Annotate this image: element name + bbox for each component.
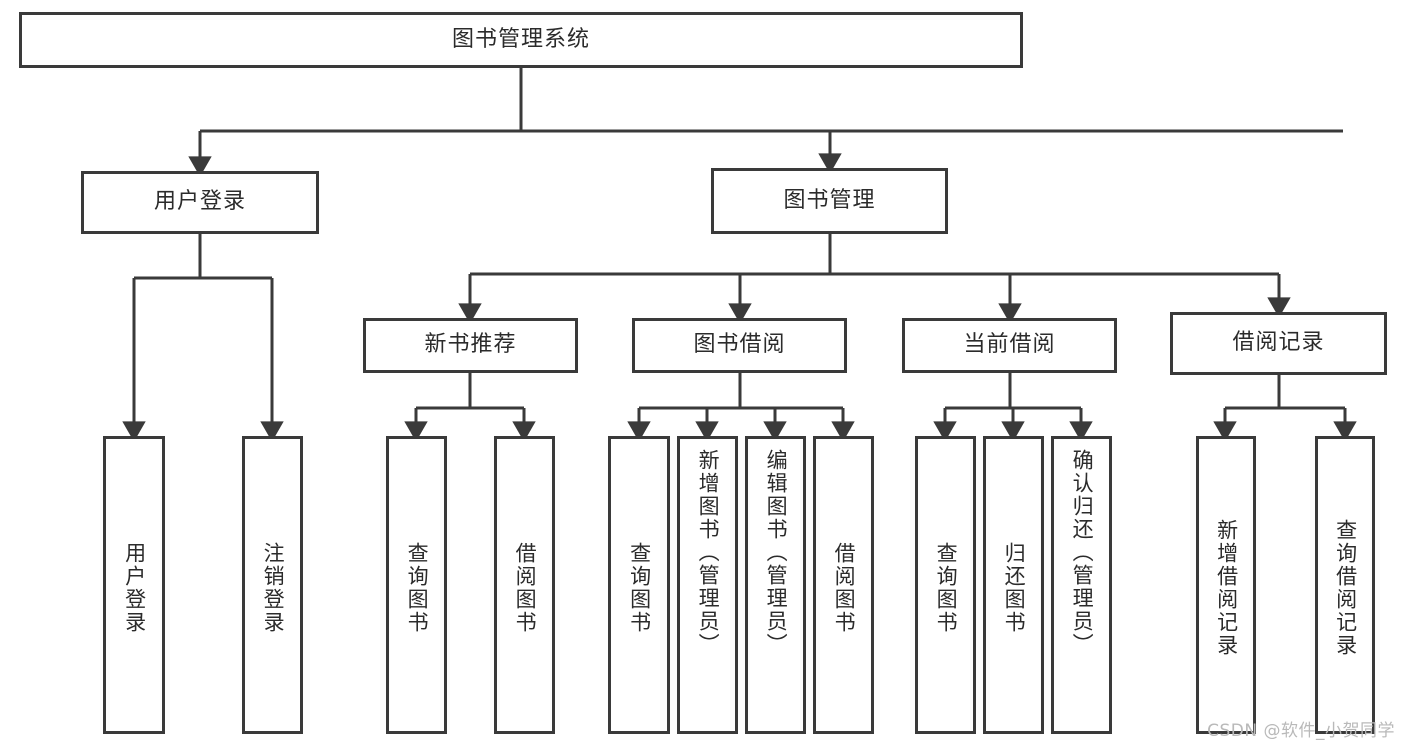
node-label: 借阅记录	[1232, 330, 1325, 356]
node-label: 图书管理	[783, 187, 876, 213]
leaf-text-wrap: 用户登录	[106, 445, 162, 731]
node-label: 用户登录	[153, 189, 246, 215]
node-label: 查询图书	[405, 542, 430, 634]
leaf-borrow-record-query[interactable]: 查询借阅记录	[1315, 436, 1375, 734]
node-label: 编辑图书（管理员）	[764, 449, 789, 656]
node-new-book-recommend[interactable]: 新书推荐	[363, 318, 578, 373]
node-label: 查询图书	[934, 542, 959, 634]
node-label: 新增借阅记录	[1214, 519, 1239, 657]
leaf-book-borrow-borrow[interactable]: 借阅图书	[813, 436, 874, 734]
node-label: 当前借阅	[963, 332, 1056, 358]
node-root-system[interactable]: 图书管理系统	[19, 12, 1023, 68]
node-label: 查询借阅记录	[1333, 519, 1358, 657]
node-book-management[interactable]: 图书管理	[711, 168, 948, 234]
leaf-user-login-login[interactable]: 用户登录	[103, 436, 165, 734]
leaf-text-wrap: 注销登录	[245, 445, 300, 731]
leaf-new-book-borrow[interactable]: 借阅图书	[494, 436, 555, 734]
node-user-login[interactable]: 用户登录	[81, 171, 319, 234]
node-label: 借阅图书	[832, 542, 857, 634]
leaf-text-wrap: 查询借阅记录	[1318, 445, 1372, 731]
node-label: 借阅图书	[513, 542, 538, 634]
leaf-text-wrap: 借阅图书	[497, 445, 552, 731]
leaf-current-borrow-confirm[interactable]: 确认归还（管理员）	[1051, 436, 1112, 734]
node-book-borrow[interactable]: 图书借阅	[632, 318, 847, 373]
leaf-current-borrow-query[interactable]: 查询图书	[915, 436, 976, 734]
node-label: 注销登录	[261, 542, 286, 634]
leaf-text-wrap: 确认归还（管理员）	[1054, 445, 1109, 731]
leaf-current-borrow-return[interactable]: 归还图书	[983, 436, 1044, 734]
node-label: 确认归还（管理员）	[1070, 449, 1095, 656]
leaf-text-wrap: 借阅图书	[816, 445, 871, 731]
leaf-book-borrow-edit[interactable]: 编辑图书（管理员）	[745, 436, 806, 734]
leaf-text-wrap: 查询图书	[918, 445, 973, 731]
node-label: 用户登录	[122, 542, 147, 634]
node-current-borrow[interactable]: 当前借阅	[902, 318, 1117, 373]
leaf-book-borrow-query[interactable]: 查询图书	[608, 436, 670, 734]
leaf-user-login-logout[interactable]: 注销登录	[242, 436, 303, 734]
node-label: 查询图书	[627, 542, 652, 634]
leaf-text-wrap: 查询图书	[611, 445, 667, 731]
leaf-new-book-query[interactable]: 查询图书	[386, 436, 447, 734]
leaf-text-wrap: 查询图书	[389, 445, 444, 731]
node-label: 图书管理系统	[451, 26, 590, 52]
node-borrow-record[interactable]: 借阅记录	[1170, 312, 1387, 375]
leaf-text-wrap: 编辑图书（管理员）	[748, 445, 803, 731]
node-label: 归还图书	[1002, 542, 1027, 634]
node-label: 新书推荐	[424, 332, 517, 358]
leaf-text-wrap: 归还图书	[986, 445, 1041, 731]
node-label: 图书借阅	[693, 332, 786, 358]
csdn-watermark: CSDN @软件_小贺同学	[1207, 721, 1395, 741]
leaf-book-borrow-add[interactable]: 新增图书（管理员）	[677, 436, 738, 734]
node-label: 新增图书（管理员）	[696, 449, 721, 656]
leaf-text-wrap: 新增借阅记录	[1199, 445, 1253, 731]
leaf-borrow-record-add[interactable]: 新增借阅记录	[1196, 436, 1256, 734]
leaf-text-wrap: 新增图书（管理员）	[680, 445, 735, 731]
